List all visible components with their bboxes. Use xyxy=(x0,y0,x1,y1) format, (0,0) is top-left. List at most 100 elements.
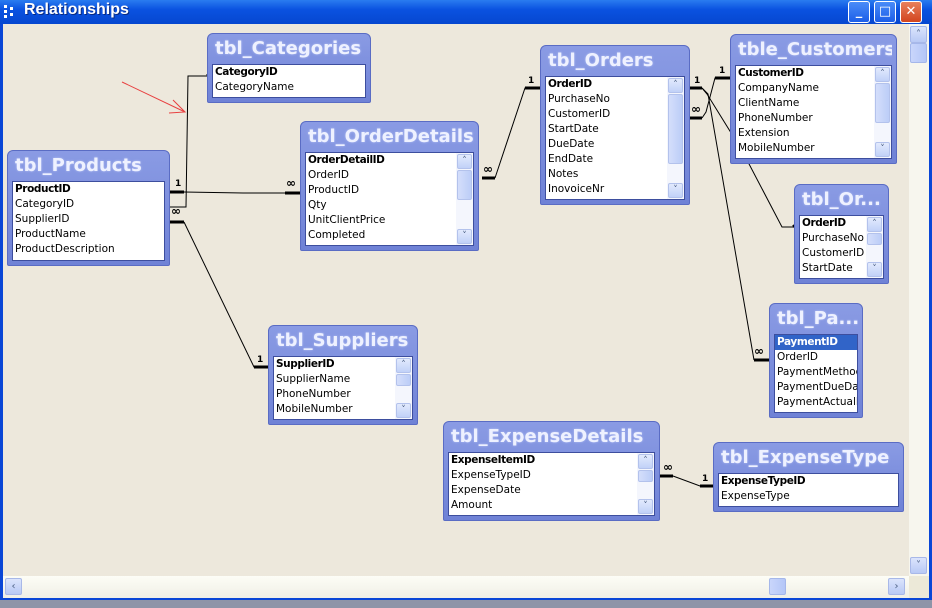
rel-products-orderdetails[interactable] xyxy=(169,190,301,195)
field[interactable]: MobileNumber xyxy=(738,142,815,154)
field-primary-key[interactable]: ProductID xyxy=(15,183,71,195)
table-suppliers[interactable]: tbl_Suppliers SupplierID SupplierName Ph… xyxy=(268,325,418,425)
table-scrollbar[interactable]: ˄ ˅ xyxy=(874,66,891,158)
field[interactable]: Qty xyxy=(308,199,327,211)
rel-orders-customers[interactable] xyxy=(688,76,731,120)
table-products[interactable]: tbl_Products ProductID CategoryID Suppli… xyxy=(7,150,170,266)
field-primary-key[interactable]: OrderDetailID xyxy=(308,154,385,166)
field[interactable]: EndDate xyxy=(548,153,594,165)
table-expensetype[interactable]: tbl_ExpenseType ExpenseTypeID ExpenseTyp… xyxy=(713,442,904,512)
scroll-up-icon[interactable]: ˄ xyxy=(875,67,890,82)
scroll-down-icon[interactable]: ˅ xyxy=(396,403,411,418)
table-title[interactable]: tbl_Products xyxy=(15,155,142,176)
table-scrollbar[interactable]: ˄ ˅ xyxy=(866,216,883,278)
table-title[interactable]: tbl_OrderDetails xyxy=(308,126,474,147)
field[interactable]: ClientName xyxy=(738,97,800,109)
field[interactable]: PaymentMethod xyxy=(777,366,857,378)
table-categories[interactable]: tbl_Categories CategoryID CategoryName xyxy=(207,33,371,103)
table-orders[interactable]: tbl_Orders OrderID PurchaseNo CustomerID… xyxy=(540,45,690,205)
field[interactable]: ProductName xyxy=(15,228,86,240)
scroll-thumb[interactable] xyxy=(668,94,683,164)
field[interactable]: ExpenseDate xyxy=(451,484,521,496)
table-title[interactable]: tble_Customers xyxy=(738,39,892,60)
field[interactable]: MobileNumber xyxy=(276,403,353,415)
scroll-left-button[interactable]: ‹ xyxy=(5,578,22,595)
scroll-down-icon[interactable]: ˅ xyxy=(638,499,653,514)
field[interactable]: CustomerID xyxy=(802,247,865,259)
vertical-scrollbar[interactable]: ˄ ˅ xyxy=(909,24,929,576)
table-payments[interactable]: tbl_Pa... PaymentID OrderID PaymentMetho… xyxy=(769,303,863,418)
scroll-up-button[interactable]: ˄ xyxy=(910,26,927,43)
horizontal-scroll-thumb[interactable] xyxy=(769,578,786,595)
field[interactable]: InovoiceNr xyxy=(548,183,605,195)
table-scrollbar[interactable]: ˄ ˅ xyxy=(395,357,412,419)
field[interactable]: Amount xyxy=(451,499,493,511)
field[interactable]: SupplierName xyxy=(276,373,351,385)
field[interactable]: PaymentDueDate xyxy=(777,381,857,393)
field[interactable]: Extension xyxy=(738,127,790,139)
field[interactable]: Notes xyxy=(548,168,579,180)
field-primary-key[interactable]: ExpenseTypeID xyxy=(721,475,806,487)
scroll-down-icon[interactable]: ˅ xyxy=(457,229,472,244)
field-primary-key[interactable]: CategoryID xyxy=(215,66,278,78)
field[interactable]: Completed xyxy=(308,229,366,241)
scroll-up-icon[interactable]: ˄ xyxy=(867,217,882,232)
field[interactable]: PhoneNumber xyxy=(276,388,351,400)
field[interactable]: ProductDescription xyxy=(15,243,115,255)
field[interactable]: PaymentActualDa xyxy=(777,396,857,408)
rel-products-suppliers[interactable] xyxy=(169,220,269,369)
table-title[interactable]: tbl_Orders xyxy=(548,50,654,71)
rel-orderdetails-orders[interactable] xyxy=(482,86,541,180)
scroll-thumb[interactable] xyxy=(457,170,472,200)
field[interactable]: ExpenseType xyxy=(721,490,790,502)
field[interactable]: PurchaseNo xyxy=(548,93,610,105)
field[interactable]: StartDate xyxy=(548,123,599,135)
field-primary-key[interactable]: SupplierID xyxy=(276,358,335,370)
field[interactable]: PhoneNumber xyxy=(738,112,813,124)
scroll-up-icon[interactable]: ˄ xyxy=(638,454,653,469)
close-button[interactable]: ✕ xyxy=(900,1,922,23)
table-scrollbar[interactable]: ˄ ˅ xyxy=(667,77,684,199)
scroll-thumb[interactable] xyxy=(638,470,653,482)
title-bar[interactable]: Relationships _ □ ✕ xyxy=(0,0,932,24)
field[interactable]: CategoryName xyxy=(215,81,294,93)
table-orders-copy[interactable]: tbl_Or... OrderID PurchaseNo CustomerID … xyxy=(794,184,889,284)
table-expensedetails[interactable]: tbl_ExpenseDetails ExpenseItemID Expense… xyxy=(443,421,660,521)
table-title[interactable]: tbl_Pa... xyxy=(777,308,858,329)
table-scrollbar[interactable]: ˄ ˅ xyxy=(456,153,473,245)
field[interactable]: CompanyName xyxy=(738,82,819,94)
field[interactable]: StartDate xyxy=(802,262,853,274)
field-primary-key[interactable]: OrderID xyxy=(802,217,846,229)
vertical-scroll-thumb[interactable] xyxy=(910,43,927,63)
field[interactable]: SupplierID xyxy=(15,213,70,225)
scroll-up-icon[interactable]: ˄ xyxy=(396,358,411,373)
field[interactable]: CategoryID xyxy=(15,198,75,210)
scroll-down-button[interactable]: ˅ xyxy=(910,557,927,574)
table-scrollbar[interactable]: ˄ ˅ xyxy=(637,453,654,515)
rel-orders-payments[interactable] xyxy=(701,87,769,362)
scroll-right-button[interactable]: › xyxy=(888,578,905,595)
table-title[interactable]: tbl_Categories xyxy=(215,38,362,59)
scroll-thumb[interactable] xyxy=(875,83,890,123)
scroll-up-icon[interactable]: ˄ xyxy=(668,78,683,93)
field[interactable]: ExpenseTypeID xyxy=(451,469,531,481)
table-title[interactable]: tbl_Or... xyxy=(802,189,881,210)
table-customers[interactable]: tble_Customers CustomerID CompanyName Cl… xyxy=(730,34,897,164)
field-primary-key[interactable]: CustomerID xyxy=(738,67,804,79)
scroll-thumb[interactable] xyxy=(396,374,411,386)
maximize-button[interactable]: □ xyxy=(874,1,896,23)
field[interactable]: PurchaseNo xyxy=(802,232,864,244)
minimize-button[interactable]: _ xyxy=(848,1,870,23)
table-title[interactable]: tbl_ExpenseDetails xyxy=(451,426,644,447)
scroll-down-icon[interactable]: ˅ xyxy=(875,142,890,157)
table-orderdetails[interactable]: tbl_OrderDetails OrderDetailID OrderID P… xyxy=(300,121,479,251)
field[interactable]: DueDate xyxy=(548,138,595,150)
rel-expensedetails-expensetype[interactable] xyxy=(659,474,713,488)
scroll-thumb[interactable] xyxy=(867,233,882,245)
field[interactable]: UnitClientPrice xyxy=(308,214,386,226)
scroll-up-icon[interactable]: ˄ xyxy=(457,154,472,169)
field-primary-key-selected[interactable]: PaymentID xyxy=(775,335,857,350)
field-primary-key[interactable]: OrderID xyxy=(548,78,592,90)
field[interactable]: OrderID xyxy=(777,351,819,363)
field[interactable]: ProductID xyxy=(308,184,360,196)
